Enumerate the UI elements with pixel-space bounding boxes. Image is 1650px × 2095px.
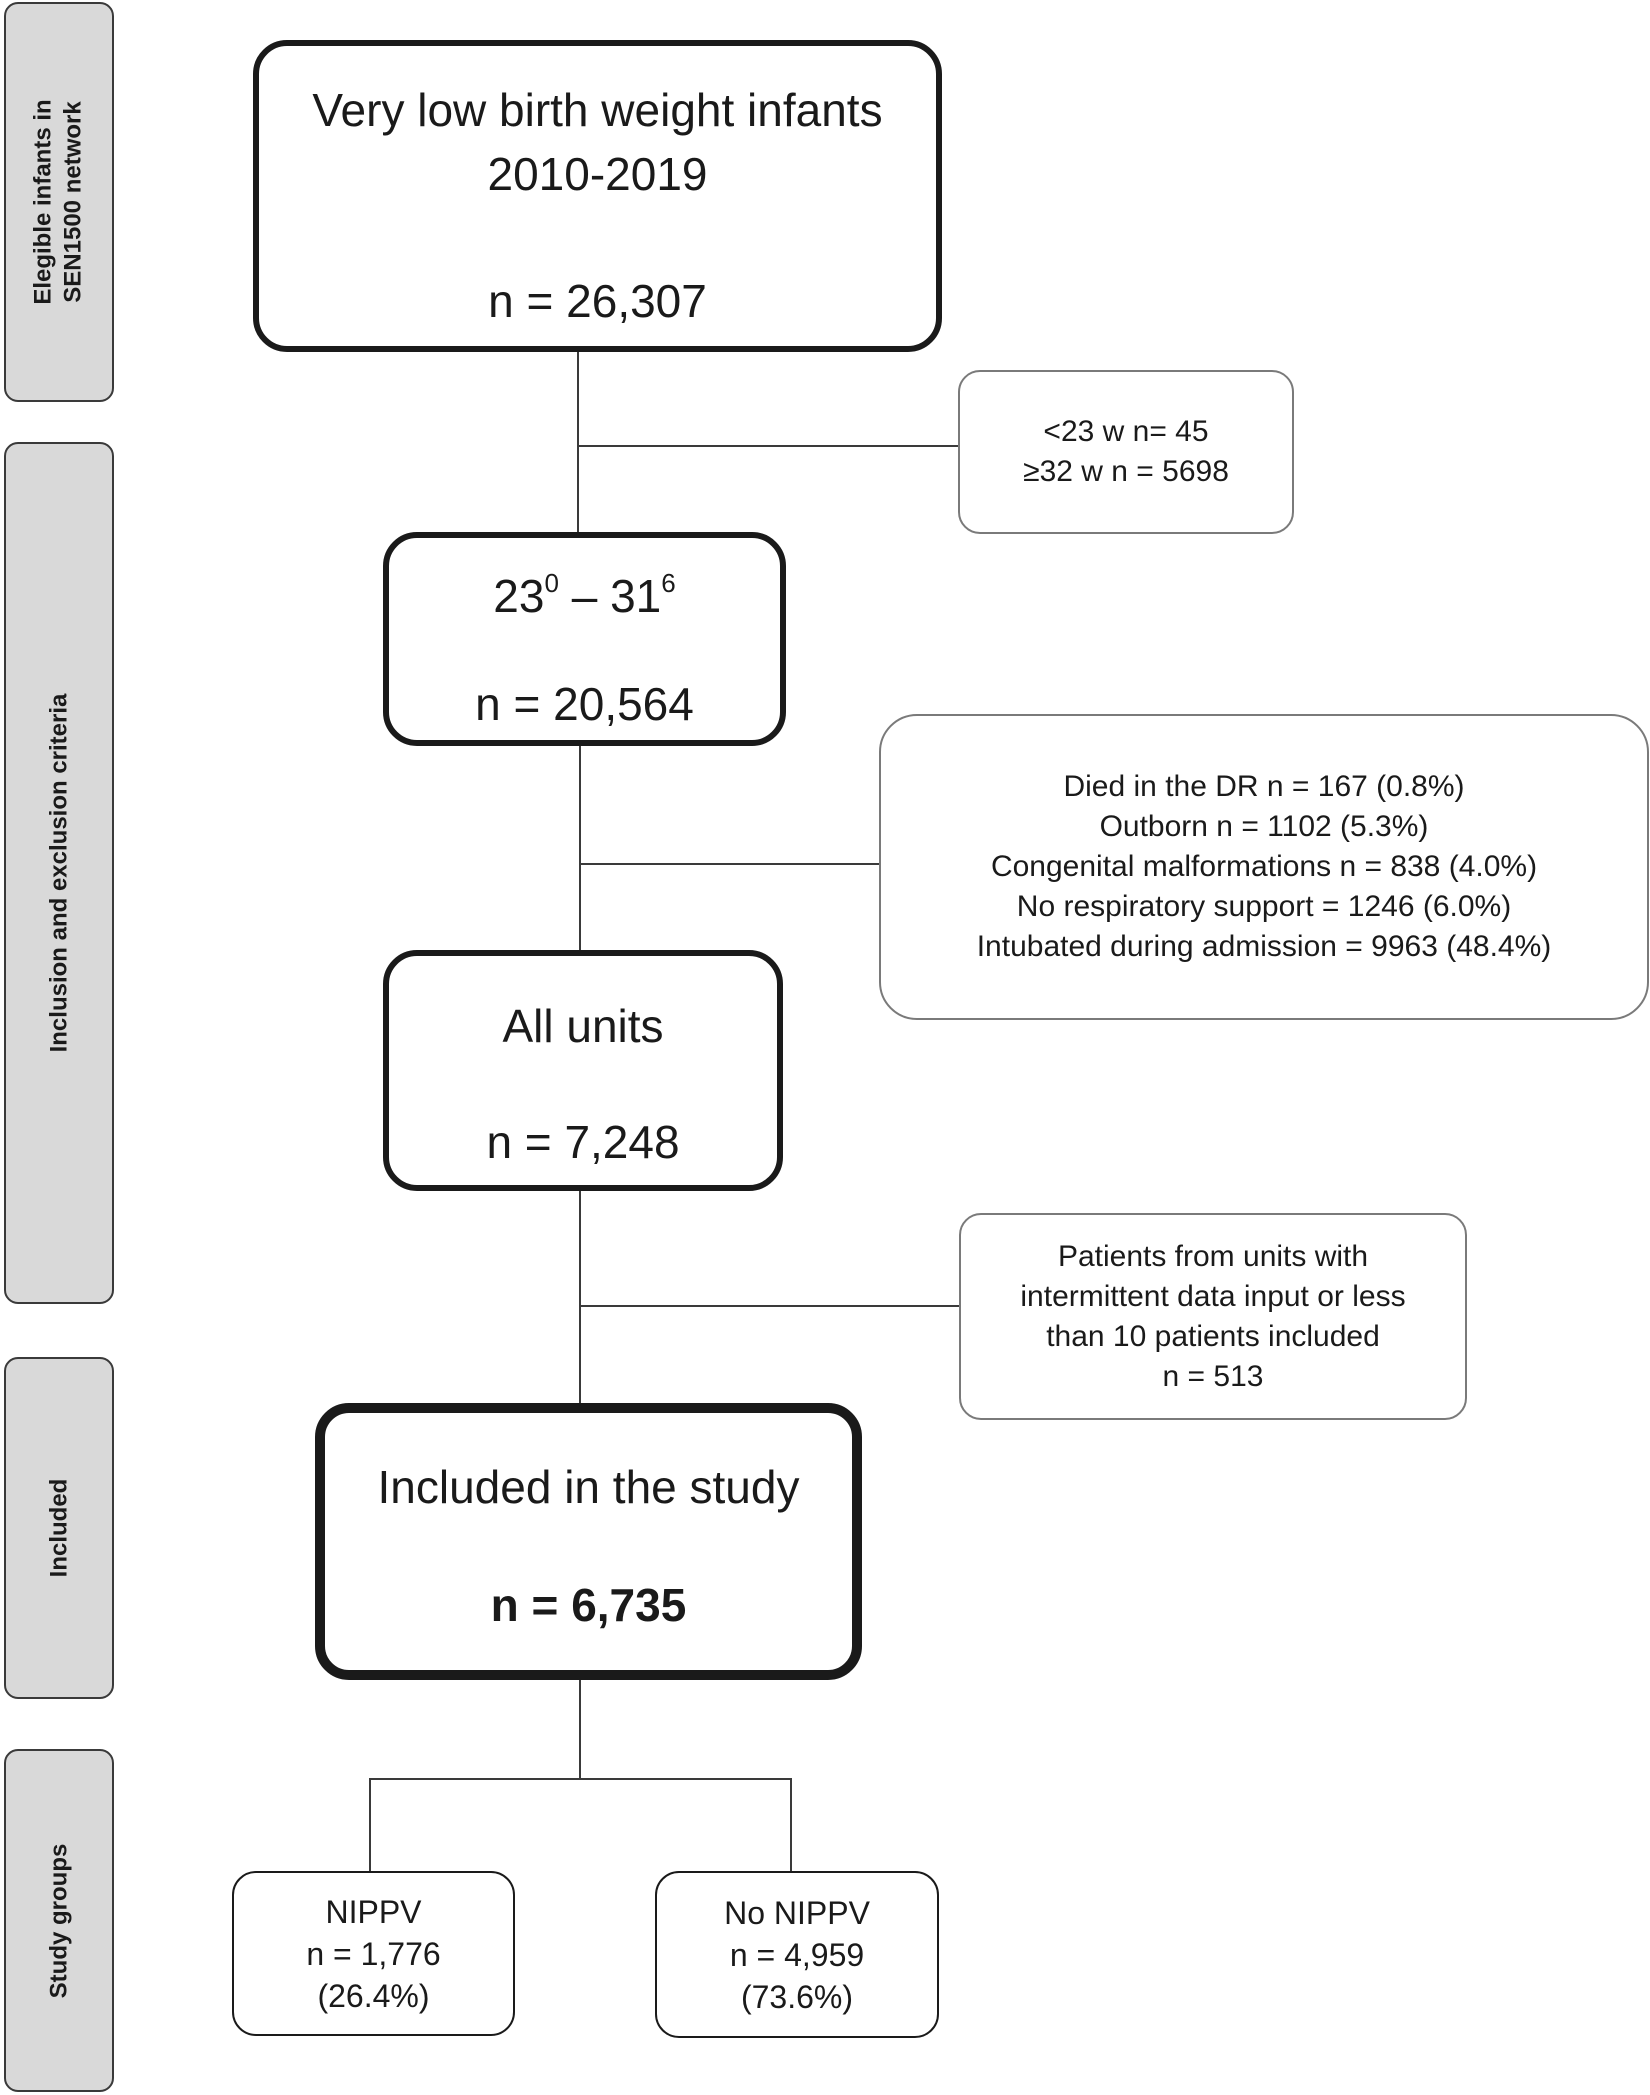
exclusion-clinical-item: Intubated during admission = 9963 (48.4%…: [976, 930, 1552, 963]
gestation-start: 23: [493, 570, 545, 622]
phase-eligible-line1: Elegible infants in: [30, 99, 58, 305]
node-gestation-range: 230 – 316 n = 20,564: [383, 532, 786, 746]
exclusion-clinical-item: No respiratory support = 1246 (6.0%): [1016, 890, 1512, 923]
exclusion-clinical: Died in the DR n = 167 (0.8%) Outborn n …: [879, 714, 1649, 1020]
phase-included-label: Included: [44, 1478, 72, 1578]
connector-to-no-nippv: [790, 1778, 792, 1871]
exclusion-units-line: intermittent data input or less: [1020, 1279, 1406, 1313]
connector-included-split: [579, 1680, 581, 1780]
node-all-units-title: All units: [502, 1000, 664, 1052]
exclusion-gestational-age: <23 w n= 45 ≥32 w n = 5698: [958, 370, 1294, 534]
phase-criteria: Inclusion and exclusion criteria: [4, 442, 114, 1304]
node-gestation-count: n = 20,564: [475, 678, 694, 730]
phase-included: Included: [4, 1357, 114, 1699]
connector-vlbw-gestation: [577, 352, 579, 532]
connector-to-nippv: [369, 1778, 371, 1871]
gestation-separator: –: [558, 570, 611, 622]
node-vlbw-infants: Very low birth weight infants 2010-2019 …: [253, 40, 942, 352]
group-no-nippv-count: n = 4,959: [729, 1936, 865, 1973]
group-no-nippv-name: No NIPPV: [724, 1894, 870, 1931]
phase-groups-label: Study groups: [45, 1843, 73, 1998]
exclusion-ga-item: ≥32 w n = 5698: [1023, 455, 1229, 488]
node-included-count: n = 6,735: [490, 1579, 687, 1631]
phase-eligible-line2: SEN1500 network: [60, 101, 88, 303]
connector-exclusion-ga: [577, 445, 958, 447]
gestation-end-sup: 6: [661, 567, 676, 598]
node-gestation-range-label: 230 – 316: [389, 564, 780, 628]
connector-exclusion-clinical: [579, 863, 879, 865]
node-all-units-count: n = 7,248: [486, 1116, 680, 1168]
exclusion-clinical-item: Died in the DR n = 167 (0.8%): [1063, 770, 1465, 803]
connector-units-included: [579, 1191, 581, 1403]
phase-study-groups: Study groups: [4, 1749, 114, 2092]
gestation-end: 31: [610, 570, 662, 622]
group-no-nippv: No NIPPV n = 4,959 (73.6%): [655, 1871, 939, 2038]
exclusion-units: Patients from units with intermittent da…: [959, 1213, 1467, 1420]
phase-eligible: Elegible infants in SEN1500 network: [4, 2, 114, 402]
node-all-units: All units n = 7,248: [383, 950, 783, 1191]
group-no-nippv-pct: (73.6%): [740, 1978, 854, 2015]
group-nippv-name: NIPPV: [325, 1893, 422, 1930]
group-nippv-count: n = 1,776: [306, 1935, 441, 1972]
connector-gestation-units: [579, 746, 581, 950]
phase-eligible-label: Elegible infants in SEN1500 network: [29, 99, 89, 304]
connector-split-bar: [369, 1778, 792, 1780]
exclusion-units-line: Patients from units with: [1057, 1239, 1369, 1273]
node-vlbw-count: n = 26,307: [488, 275, 707, 327]
exclusion-clinical-item: Outborn n = 1102 (5.3%): [1099, 810, 1429, 843]
node-vlbw-title-line2: 2010-2019: [487, 148, 708, 200]
connector-exclusion-units: [579, 1305, 959, 1307]
node-vlbw-title-line1: Very low birth weight infants: [312, 84, 883, 136]
node-included-title: Included in the study: [377, 1461, 800, 1513]
phase-criteria-label: Inclusion and exclusion criteria: [45, 693, 72, 1053]
node-included-study: Included in the study n = 6,735: [315, 1403, 862, 1680]
exclusion-units-line: n = 513: [1162, 1359, 1264, 1393]
exclusion-clinical-item: Congenital malformations n = 838 (4.0%): [990, 850, 1538, 883]
gestation-start-sup: 0: [544, 567, 559, 598]
exclusion-units-line: than 10 patients included: [1046, 1319, 1380, 1353]
exclusion-ga-item: <23 w n= 45: [1043, 415, 1209, 448]
group-nippv-pct: (26.4%): [317, 1977, 430, 2014]
group-nippv: NIPPV n = 1,776 (26.4%): [232, 1871, 515, 2036]
